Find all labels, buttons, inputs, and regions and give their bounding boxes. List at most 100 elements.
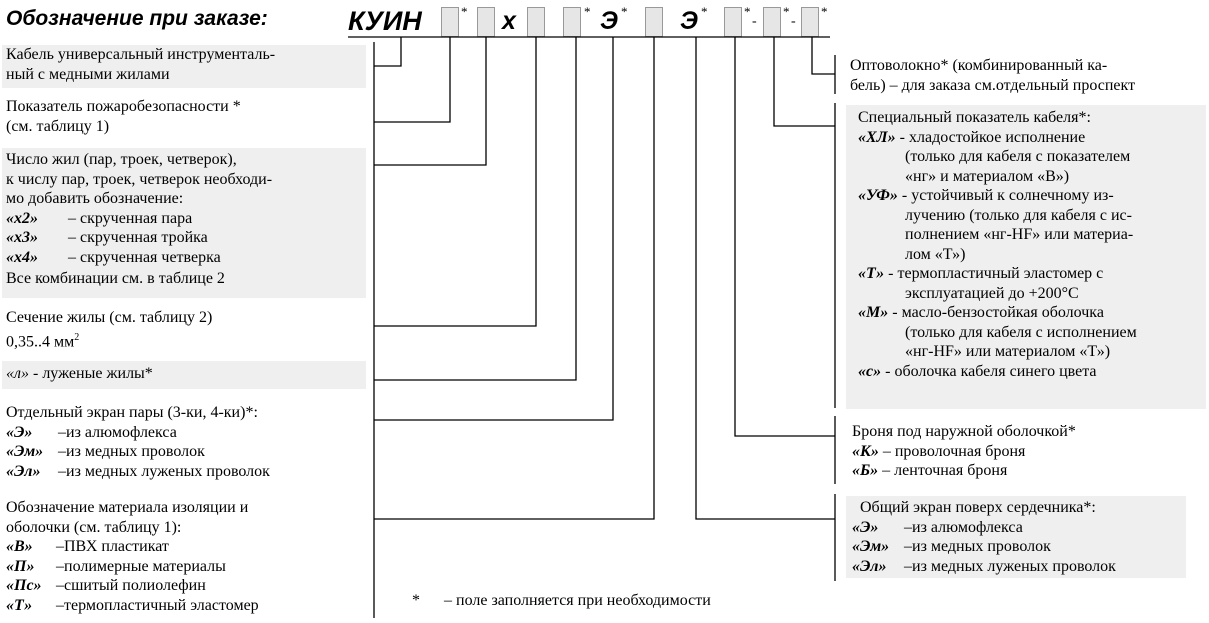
option-desc: - устойчивый к солнечному из- <box>897 187 1114 204</box>
common-screen-option: «Эл» –из медных луженых проволок <box>852 557 1186 577</box>
order-designation-title: Обозначение при заказе: <box>6 7 268 30</box>
fiber-line-2: бель) – для заказа см.отдельный проспект <box>850 76 1136 94</box>
cable-line-1: Кабель универсальный инструменталь- <box>6 46 276 63</box>
leader-section <box>374 37 537 327</box>
option-desc: –из медных луженых проволок <box>58 462 270 480</box>
option-code: «х2» <box>6 209 38 227</box>
common-screen-description: Общий экран поверх сердечника*: «Э» –из а… <box>846 496 1186 578</box>
pair-separator: х <box>502 7 516 35</box>
footnote-symbol: * <box>412 592 420 609</box>
optional-star: * <box>783 4 790 19</box>
leader-cable <box>374 37 402 67</box>
special-note: эксплуатацией до +200°С <box>905 284 1079 302</box>
option-desc: –ПВХ пластикат <box>56 538 169 555</box>
fiber-description: Оптоволокно* (комбинированный ка- бель) … <box>850 56 1135 95</box>
leader-special <box>773 37 835 127</box>
material-description: Обозначение материала изоляции и оболочк… <box>6 498 259 615</box>
footnote-text: – поле заполняется при необходимости <box>444 592 711 609</box>
option-code: «х3» <box>6 229 38 246</box>
option-code: «М» <box>858 304 889 321</box>
option-code: «х4» <box>6 248 38 266</box>
cores-option: «х3» – скрученная тройка <box>6 228 366 248</box>
cores-line-2: к числу пар, троек, четверок необходи- <box>6 170 273 188</box>
leader-common-screen <box>695 37 835 520</box>
section-line-1: Сечение жилы (см. таблицу 2) <box>6 309 213 326</box>
product-prefix: КУИН <box>348 6 422 36</box>
leader-pair-screen <box>374 37 614 421</box>
option-code: «Эм» <box>852 538 890 555</box>
tinned-desc: - луженые жилы* <box>28 365 153 382</box>
special-option: «Т» - термопластичный эластомер с <box>858 264 1206 284</box>
material-option: «Пс»–сшитый полиолефин <box>6 576 259 596</box>
option-code: «ХЛ» <box>858 128 896 146</box>
option-desc: –полимерные материалы <box>56 557 226 575</box>
option-code: «с» <box>858 362 882 380</box>
option-desc: –из медных проволок <box>904 538 1051 555</box>
leader-tinned <box>374 37 577 381</box>
option-code: «Т» <box>6 596 33 614</box>
cores-option: «х2» – скрученная пара <box>6 209 366 229</box>
core-count-description: Число жил (пар, троек, четверок), к числ… <box>2 148 366 298</box>
fiber-line-1: Оптоволокно* (комбинированный ка- <box>850 57 1108 74</box>
leader-cores <box>374 37 487 166</box>
option-code: «К» <box>852 442 879 460</box>
special-option: «с» - оболочка кабеля синего цвета <box>858 362 1206 382</box>
cable-description: Кабель универсальный инструменталь- ный … <box>2 45 366 88</box>
option-code: «В» <box>6 538 33 555</box>
common-screen-option: «Э» –из алюмофлекса <box>852 518 1186 538</box>
common-screen-title: Общий экран поверх сердечника*: <box>860 499 1096 516</box>
leader-armor <box>734 37 835 437</box>
optional-star: * <box>461 4 468 19</box>
pair-screen-letter: Э <box>600 7 618 35</box>
common-screen-option: «Эм» –из медных проволок <box>852 537 1186 557</box>
pair-screen-option: «Э» –из алюмофлекса <box>6 423 270 443</box>
cores-footer: Все комбинации см. в таблице 2 <box>6 270 225 287</box>
option-desc: - масло-бензостойкая оболочка <box>888 304 1104 321</box>
option-desc: –из алюмофлекса <box>58 423 177 441</box>
material-line-1: Обозначение материала изоляции и <box>6 499 249 516</box>
cable-line-2: ный с медными жилами <box>6 65 170 83</box>
armor-title: Броня под наружной оболочкой* <box>852 423 1076 440</box>
option-desc: – скрученная тройка <box>68 229 208 246</box>
special-description: Специальный показатель кабеля*: «ХЛ» - х… <box>846 105 1206 409</box>
leader-material <box>374 37 655 520</box>
option-desc: –из медных луженых проволок <box>904 557 1116 575</box>
field-dash: - <box>752 14 757 29</box>
material-option: «В» –ПВХ пластикат <box>6 537 259 557</box>
option-desc: –из алюмофлекса <box>904 518 1023 536</box>
option-desc: – скрученная пара <box>68 209 193 227</box>
armor-option: «К» – проволочная броня <box>852 442 1076 462</box>
special-option: «УФ» - устойчивый к солнечному из- <box>858 186 1206 206</box>
option-code: «Эл» <box>6 462 41 480</box>
special-note: лом «Т») <box>905 245 966 263</box>
option-desc: –сшитый полиолефин <box>56 577 206 594</box>
pair-screen-option: «Эм»–из медных проволок <box>6 442 270 462</box>
option-code: «Э» <box>852 518 879 536</box>
fire-line-2: (см. таблицу 1) <box>6 117 110 135</box>
pair-screen-title: Отдельный экран пары (3-ки, 4-ки)*: <box>6 404 258 421</box>
special-option: «М» - масло-бензостойкая оболочка <box>858 303 1206 323</box>
special-title: Специальный показатель кабеля*: <box>858 109 1091 126</box>
optional-star: * <box>584 4 591 19</box>
option-desc: –термопластичный эластомер <box>56 596 259 614</box>
section-value: 0,35..4 мм <box>6 332 75 350</box>
cores-line-1: Число жил (пар, троек, четверок), <box>6 151 237 168</box>
fire-line-1: Показатель пожаробезопасности * <box>6 98 241 115</box>
special-note: «нг» и материалом «В») <box>905 167 1070 185</box>
option-desc: – ленточная броня <box>878 462 1008 479</box>
material-option: «Т» –термопластичный эластомер <box>6 596 259 616</box>
optional-star: * <box>701 4 708 19</box>
optional-star: * <box>744 4 751 19</box>
section-unit-sup: 2 <box>74 331 80 343</box>
armor-option: «Б» – ленточная броня <box>852 461 1076 481</box>
option-desc: – проволочная броня <box>878 442 1026 460</box>
common-screen-letter: Э <box>680 7 698 35</box>
footnote: * – поле заполняется при необходимости <box>412 592 711 610</box>
optional-star: * <box>821 4 828 19</box>
tinned-code: «л» <box>6 365 29 382</box>
option-code: «Эл» <box>852 557 887 575</box>
option-desc: – скрученная четверка <box>68 248 221 266</box>
option-code: «Э» <box>6 423 33 441</box>
special-note: «нг-HF» или материалом «Т») <box>905 343 1111 360</box>
